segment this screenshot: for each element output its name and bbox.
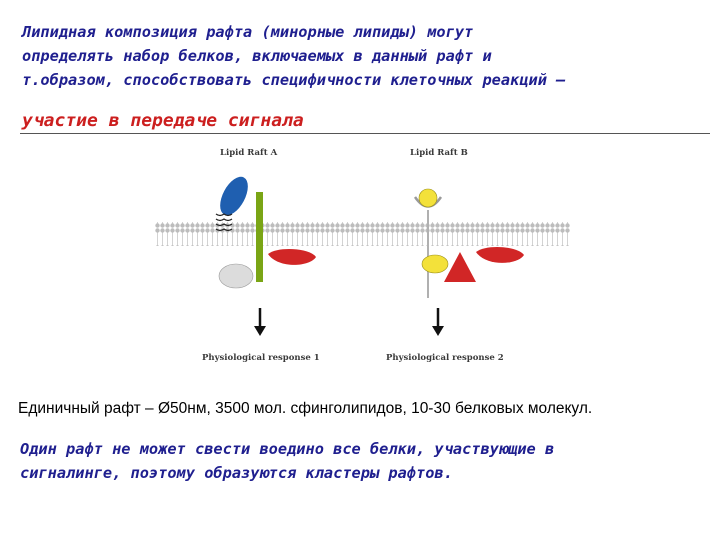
subheading: участие в передаче сигнала	[22, 110, 304, 131]
conclusion-text: Один рафт не может свести воедино все бе…	[20, 440, 555, 482]
green-receptor	[256, 192, 263, 282]
arrow-head-b	[432, 326, 444, 336]
grey-protein	[218, 263, 254, 289]
response-2-label: Physiological response 2	[386, 353, 504, 363]
response-1-label: Physiological response 1	[202, 353, 320, 363]
red-triangle-protein	[444, 252, 476, 282]
raft-b-label: Lipid Raft B	[410, 148, 468, 158]
red-protein-b	[476, 246, 524, 263]
lipid-raft-diagram: Lipid Raft A Lipid Raft B Physiological …	[155, 148, 570, 363]
raft-a-label: Lipid Raft A	[220, 148, 278, 158]
membrane-bilayer	[155, 222, 570, 246]
intro-text: Липидная композиция рафта (минорные липи…	[22, 23, 566, 89]
lipid-anchor-coil	[215, 213, 233, 232]
arrow-head-a	[254, 326, 266, 336]
yellow-protein	[421, 254, 449, 274]
blue-protein	[220, 176, 248, 216]
raft-a-complex: Physiological response 1	[202, 176, 320, 363]
raft-caption: Единичный рафт – Ø50нм, 3500 мол. сфинго…	[18, 400, 593, 417]
red-protein-a	[268, 248, 316, 265]
divider-line	[20, 133, 710, 134]
raft-b-complex: Physiological response 2	[386, 188, 524, 363]
yellow-ligand	[418, 188, 438, 208]
